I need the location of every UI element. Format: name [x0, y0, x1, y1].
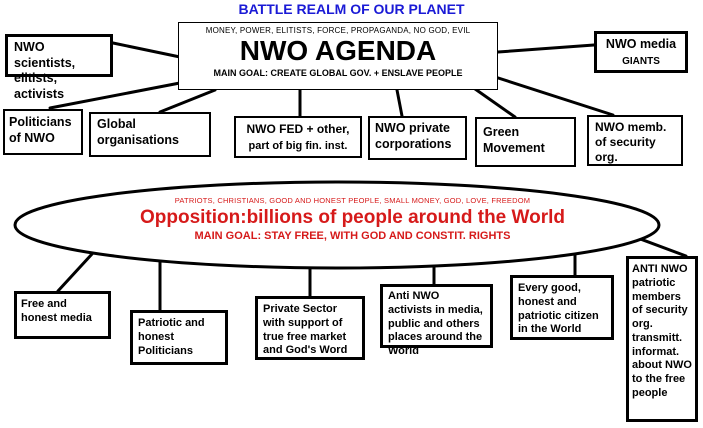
- green-movement-box: Green Movement: [475, 117, 576, 167]
- nwo-fed-box: NWO FED + other, part of big fin. inst.: [234, 116, 362, 158]
- opposition-ellipse: [13, 180, 661, 270]
- patriotic-politicians-box: Patriotic and honest Politicians: [130, 310, 228, 365]
- anti-nwo-security-label: ANTI NWO patriotic members of security o…: [632, 263, 692, 399]
- page-title: BATTLE REALM OF OUR PLANET: [238, 1, 465, 17]
- nwo-private-corps-box: NWO private corporations: [368, 116, 467, 160]
- nwo-fed-label: NWO FED + other,: [246, 122, 350, 136]
- opposition-subtitle: PATRIOTS, CHRISTIANS, GOOD AND HONEST PE…: [174, 196, 531, 205]
- connector-global-orgs: [158, 88, 217, 114]
- connector-media: [496, 43, 596, 54]
- patriotic-politicians-label: Patriotic and honest Politicians: [138, 317, 205, 357]
- agenda-goal: MAIN GOAL: CREATE GLOBAL GOV. + ENSLAVE …: [213, 68, 463, 78]
- connector-scientists: [111, 41, 182, 59]
- opposition-heading: Opposition:billions of people around the…: [139, 207, 565, 228]
- agenda-heading: NWO AGENDA: [239, 35, 437, 66]
- politicians-nwo-box: Politicians of NWO: [3, 109, 83, 155]
- connector-private-corps: [395, 88, 404, 118]
- private-sector-box: Private Sector with support of true free…: [255, 296, 365, 360]
- global-orgs-label: Global organisations: [97, 117, 179, 147]
- politicians-nwo-label: Politicians of NWO: [9, 115, 72, 145]
- connector-security: [490, 74, 615, 117]
- nwo-agenda-box: MONEY, POWER, ELITISTS, FORCE, PROPAGAND…: [178, 22, 498, 90]
- good-citizen-box: Every good, honest and patriotic citizen…: [510, 275, 614, 340]
- anti-nwo-security-box: ANTI NWO patriotic members of security o…: [626, 256, 698, 422]
- connector-opp-media: [56, 252, 94, 293]
- good-citizen-label: Every good, honest and patriotic citizen…: [518, 282, 599, 336]
- nwo-private-corps-label: NWO private corporations: [375, 121, 452, 151]
- green-movement-label: Green Movement: [483, 125, 545, 155]
- nwo-security-box: NWO memb. of security org.: [587, 115, 683, 166]
- free-media-label: Free and honest media: [21, 298, 92, 324]
- nwo-security-label: NWO memb. of security org.: [595, 120, 667, 164]
- global-orgs-box: Global organisations: [89, 112, 211, 157]
- opposition-goal: MAIN GOAL: STAY FREE, WITH GOD AND CONST…: [194, 230, 511, 242]
- anti-nwo-activists-label: Anti NWO activists in media, public and …: [388, 290, 483, 357]
- free-media-box: Free and honest media: [14, 291, 111, 339]
- nwo-media-label: NWO media: [605, 37, 677, 51]
- private-sector-label: Private Sector with support of true free…: [263, 303, 348, 357]
- nwo-media-box: NWO media GIANTS: [594, 31, 688, 73]
- nwo-scientists-label: NWO scientists, elitists, activists: [14, 40, 76, 101]
- nwo-media-sublabel: GIANTS: [622, 55, 660, 67]
- nwo-scientists-box: NWO scientists, elitists, activists: [5, 34, 113, 101]
- agenda-subtitle: MONEY, POWER, ELITISTS, FORCE, PROPAGAND…: [205, 26, 471, 35]
- anti-nwo-activists-box: Anti NWO activists in media, public and …: [380, 284, 493, 357]
- opposition-text: PATRIOTS, CHRISTIANS, GOOD AND HONEST PE…: [20, 196, 685, 242]
- nwo-fed-sublabel: part of big fin. inst.: [248, 140, 348, 152]
- connector-politicians: [48, 80, 187, 110]
